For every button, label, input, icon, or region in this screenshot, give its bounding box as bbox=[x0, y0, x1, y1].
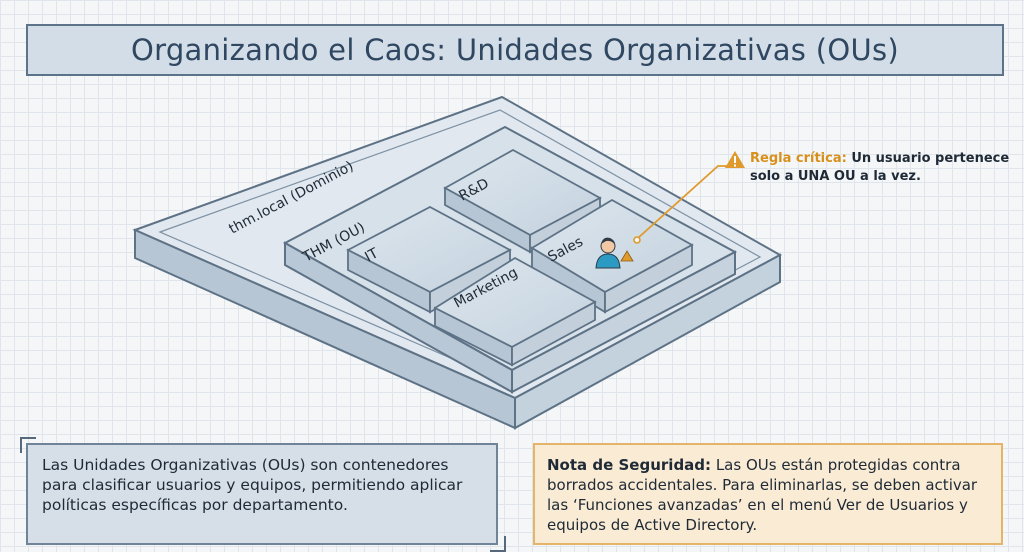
small-warning-icon bbox=[620, 250, 634, 262]
critical-rule-text: Un usuario pertenece solo a UNA OU a la … bbox=[750, 151, 1010, 184]
critical-rule: Regla crítica: Un usuario pertenece solo… bbox=[750, 150, 1015, 186]
warning-icon bbox=[725, 151, 745, 168]
info-box: Las Unidades Organizativas (OUs) son con… bbox=[26, 443, 498, 545]
security-note: Nota de Seguridad: Las OUs están protegi… bbox=[533, 443, 1003, 545]
note-label: Nota de Seguridad: bbox=[547, 456, 712, 474]
corner-mark-top-left bbox=[20, 437, 36, 453]
callout-line bbox=[633, 165, 728, 244]
page-title: Organizando el Caos: Unidades Organizati… bbox=[130, 33, 900, 67]
rnd-box bbox=[443, 148, 602, 254]
note-text: Las OUs están protegidas contra borrados… bbox=[547, 456, 978, 534]
it-box bbox=[346, 205, 512, 314]
corner-mark-bottom-right bbox=[490, 536, 506, 552]
critical-rule-label: Regla crítica: bbox=[750, 151, 847, 166]
user-icon bbox=[595, 237, 621, 269]
info-text: Las Unidades Organizativas (OUs) son con… bbox=[42, 456, 463, 514]
marketing-box bbox=[433, 256, 597, 367]
title-banner: Organizando el Caos: Unidades Organizati… bbox=[26, 24, 1004, 76]
